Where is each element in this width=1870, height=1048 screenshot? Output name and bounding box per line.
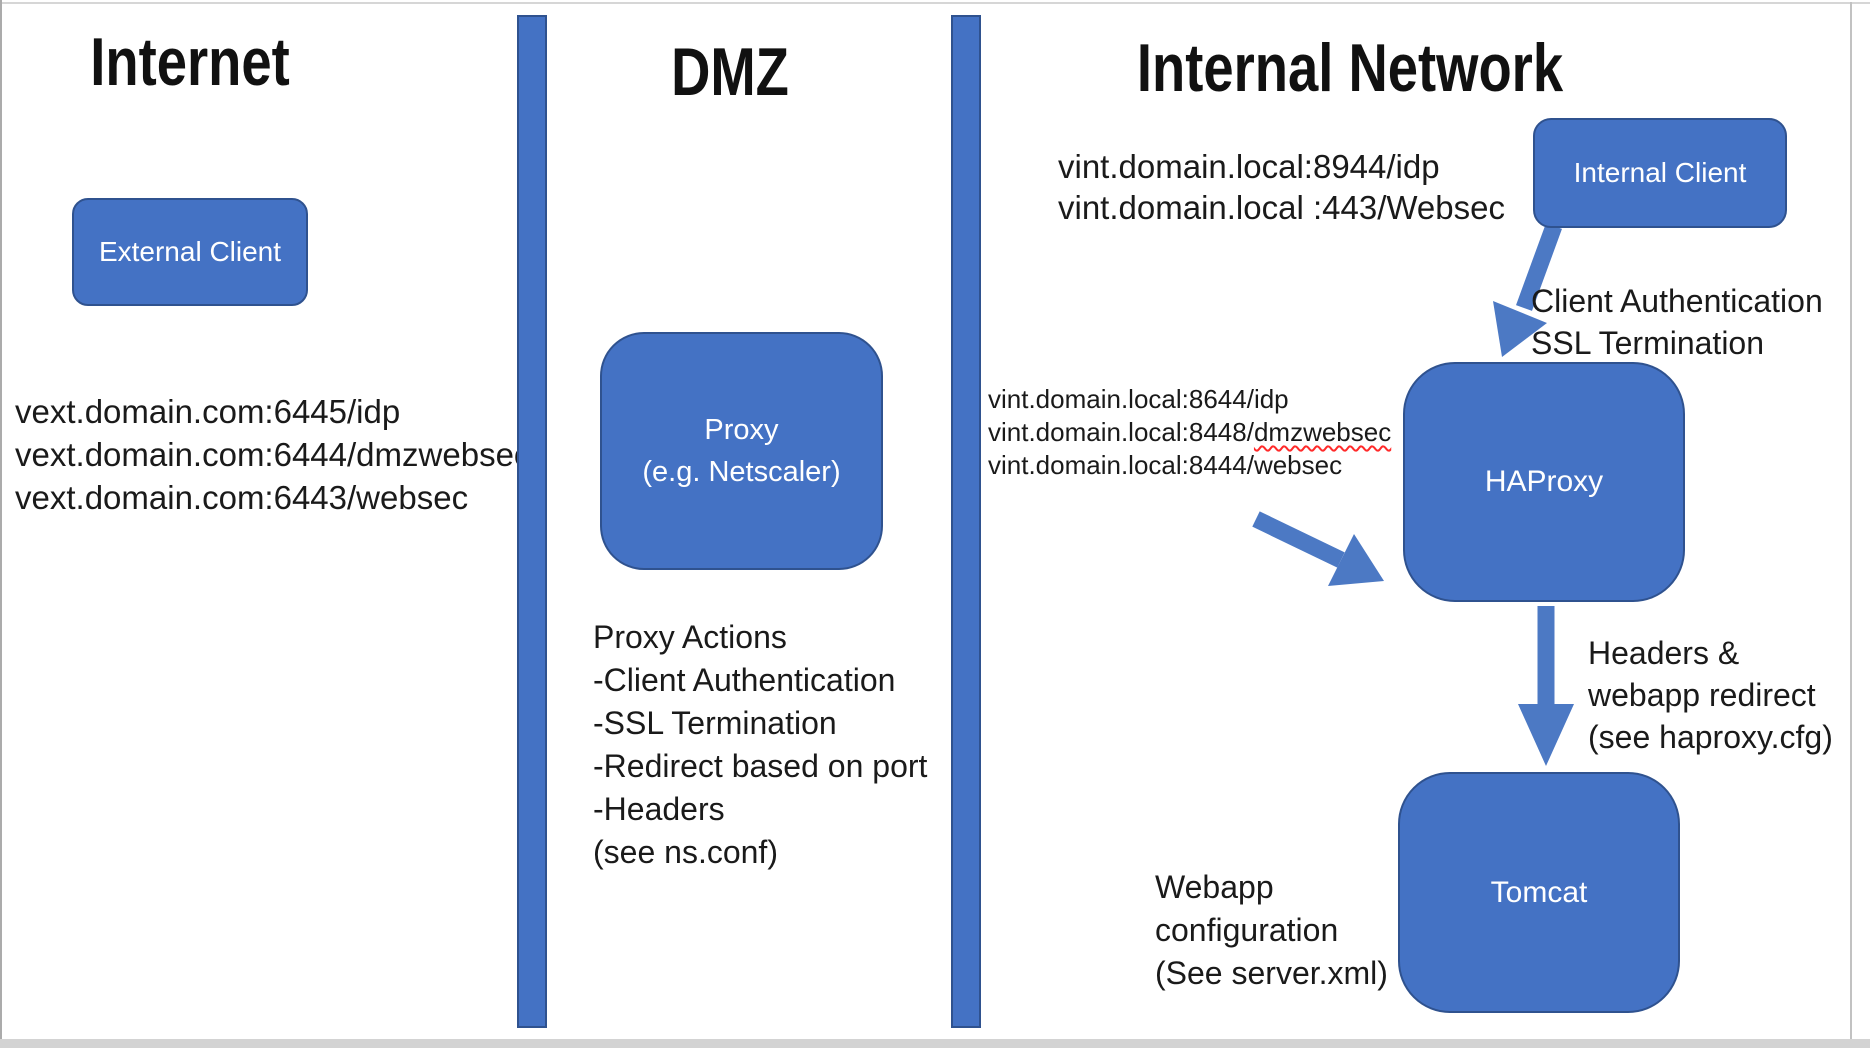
endpoint-line: vint.domain.local:8944/idp — [1058, 148, 1440, 185]
client-auth-note: Client Authentication SSL Termination — [1531, 280, 1823, 364]
vint-client-endpoint-list: vint.domain.local:8944/idp vint.domain.l… — [1058, 146, 1505, 228]
endpoint-line: vint.domain.local:8644/idp — [988, 384, 1289, 414]
node-tomcat-label: Tomcat — [1490, 875, 1588, 909]
note-line: Client Authentication — [1531, 283, 1823, 319]
node-external-client: External Client — [72, 198, 308, 306]
zone-title-internal-network: Internal Network — [1136, 30, 1564, 106]
endpoint-line-prefix: vint.domain.local:8448/ — [988, 417, 1254, 447]
node-internal-client-label: Internal Client — [1573, 157, 1747, 188]
misspelled-word-dmzwebsec: dmzwebsec — [1253, 417, 1392, 447]
node-tomcat: Tomcat — [1398, 772, 1680, 1013]
node-haproxy-label: HAProxy — [1484, 465, 1604, 498]
vint-haproxy-endpoint-list: vint.domain.local:8644/idp vint.domain.l… — [988, 383, 1391, 482]
slide-right-border — [1850, 2, 1852, 1040]
node-haproxy: HAProxy — [1403, 362, 1685, 602]
endpoint-line: vint.domain.local:8444/websec — [988, 450, 1343, 480]
zone-title-dmz: DMZ — [671, 34, 789, 110]
note-line: configuration — [1155, 912, 1339, 948]
node-proxy: Proxy (e.g. Netscaler) — [600, 332, 883, 570]
note-line: -SSL Termination — [593, 705, 837, 741]
note-line: webapp redirect — [1588, 677, 1816, 713]
node-proxy-label-line2: (e.g. Netscaler) — [642, 456, 841, 488]
vext-endpoint-list: vext.domain.com:6445/idp vext.domain.com… — [15, 390, 530, 519]
slide-left-border — [0, 0, 2, 1048]
note-line: -Redirect based on port — [593, 748, 928, 784]
arrow-endpoints-to-haproxy — [1252, 511, 1384, 586]
zone-separator-internet-dmz — [517, 15, 547, 1028]
note-line: Headers & — [1588, 635, 1740, 671]
note-line: Webapp — [1155, 869, 1274, 905]
endpoint-line: vext.domain.com:6445/idp — [15, 393, 401, 430]
endpoint-line: vint.domain.local :443/Websec — [1058, 189, 1505, 226]
note-line: SSL Termination — [1531, 325, 1765, 361]
haproxy-config-note: Headers & webapp redirect (see haproxy.c… — [1588, 632, 1833, 758]
note-line: Proxy Actions — [593, 619, 787, 655]
node-proxy-label-line1: Proxy — [704, 413, 779, 446]
note-line: (see ns.conf) — [593, 834, 778, 870]
slide-bottom-border — [0, 1039, 1870, 1048]
note-line: (See server.xml) — [1155, 955, 1388, 991]
zone-title-internet: Internet — [90, 24, 290, 100]
arrow-internal-client-to-haproxy — [1493, 223, 1562, 357]
arrow-haproxy-to-tomcat — [1518, 606, 1574, 766]
note-line: (see haproxy.cfg) — [1588, 719, 1833, 755]
webapp-config-note: Webapp configuration (See server.xml) — [1155, 866, 1388, 995]
proxy-actions-note: Proxy Actions -Client Authentication -SS… — [593, 616, 927, 874]
endpoint-line: vext.domain.com:6444/dmzwebsec — [15, 436, 531, 473]
node-external-client-label: External Client — [98, 236, 282, 267]
zone-separator-dmz-internal — [951, 15, 981, 1028]
endpoint-line: vint.domain.local:8448/dmzwebsec — [988, 416, 1391, 449]
note-line: -Headers — [593, 791, 725, 827]
endpoint-line: vext.domain.com:6443/websec — [15, 479, 469, 516]
note-line: -Client Authentication — [593, 662, 896, 698]
node-internal-client: Internal Client — [1533, 118, 1787, 228]
slide-top-border — [0, 2, 1870, 4]
